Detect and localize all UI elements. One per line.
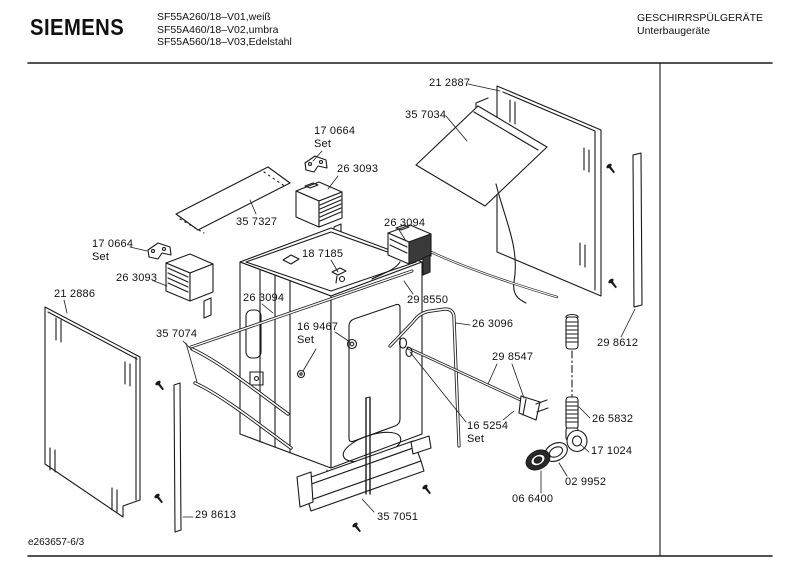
part-label-26-3096: 26 3096 bbox=[472, 318, 514, 330]
part-label-26-3094: 26 3094 bbox=[243, 292, 285, 304]
part-inlet-valve-assembly bbox=[525, 313, 588, 471]
part-label-21-2887: 21 2887 bbox=[429, 77, 471, 89]
part-left-panel bbox=[44, 306, 141, 518]
model-variant: SF55A560/18–V03,Edelstahl bbox=[157, 36, 292, 48]
page-rules bbox=[27, 62, 773, 557]
part-label-17-1024: 17 1024 bbox=[591, 445, 633, 457]
model-list: SF55A260/18–V01,weiß SF55A460/18–V02,umb… bbox=[157, 11, 292, 49]
part-door-gasket bbox=[388, 307, 461, 448]
part-hoses bbox=[190, 347, 293, 450]
part-label-29-8547: 29 8547 bbox=[492, 351, 534, 363]
part-label-26-3093: 26 3093 bbox=[116, 272, 158, 284]
model-variant: SF55A260/18–V01,weiß bbox=[157, 11, 271, 23]
part-control-unit-left bbox=[165, 253, 214, 319]
leader-lines bbox=[63, 83, 636, 518]
screw-icon bbox=[606, 277, 620, 291]
part-label-set-suffix: Set bbox=[314, 138, 332, 150]
part-label-35-7051: 35 7051 bbox=[377, 511, 419, 523]
part-plinth bbox=[296, 396, 432, 512]
part-label-06-6400: 06 6400 bbox=[512, 493, 554, 505]
part-label-26-3093: 26 3093 bbox=[337, 163, 379, 175]
part-top-mat bbox=[175, 166, 291, 234]
screw-icon bbox=[350, 521, 364, 535]
part-label-35-7327: 35 7327 bbox=[236, 216, 278, 228]
part-label-26-5832: 26 5832 bbox=[592, 413, 634, 425]
category-title: GESCHIRRSPÜLGERÄTE bbox=[637, 12, 764, 24]
part-label-set-suffix: Set bbox=[297, 334, 315, 346]
category-block: GESCHIRRSPÜLGERÄTE Unterbaugeräte bbox=[637, 12, 763, 38]
part-label-35-7074: 35 7074 bbox=[156, 328, 198, 340]
part-fill-tube bbox=[189, 269, 414, 349]
part-junction-box bbox=[371, 224, 432, 280]
part-label-35-7034: 35 7034 bbox=[405, 109, 447, 121]
part-label-21-2886: 21 2886 bbox=[54, 288, 96, 300]
screw-icon bbox=[420, 483, 434, 497]
part-trim-strip-left bbox=[173, 382, 182, 533]
screw-icon bbox=[153, 379, 167, 393]
part-label-set-suffix: Set bbox=[467, 433, 485, 445]
part-label-29-8550: 29 8550 bbox=[407, 294, 449, 306]
part-spray-pipe bbox=[398, 337, 549, 421]
part-label-29-8612: 29 8612 bbox=[597, 337, 639, 349]
part-label-02-9952: 02 9952 bbox=[565, 476, 607, 488]
model-variant: SF55A460/18–V02,umbra bbox=[157, 23, 279, 36]
part-trim-strip-right bbox=[632, 152, 643, 308]
document-reference: e263657-6/3 bbox=[28, 537, 85, 548]
brand-logo: SIEMENS bbox=[30, 14, 125, 40]
part-label-set-suffix: Set bbox=[92, 251, 110, 263]
part-label-26-3094: 26 3094 bbox=[384, 217, 426, 229]
part-label-18-7185: 18 7185 bbox=[302, 248, 344, 260]
category-subtitle: Unterbaugeräte bbox=[637, 25, 710, 37]
part-label-29-8613: 29 8613 bbox=[195, 509, 237, 521]
screw-icon bbox=[152, 492, 166, 506]
screw-icon bbox=[604, 162, 618, 176]
part-side-mat bbox=[415, 105, 559, 304]
part-bracket-left bbox=[147, 242, 172, 260]
part-bracket-top bbox=[304, 155, 328, 173]
